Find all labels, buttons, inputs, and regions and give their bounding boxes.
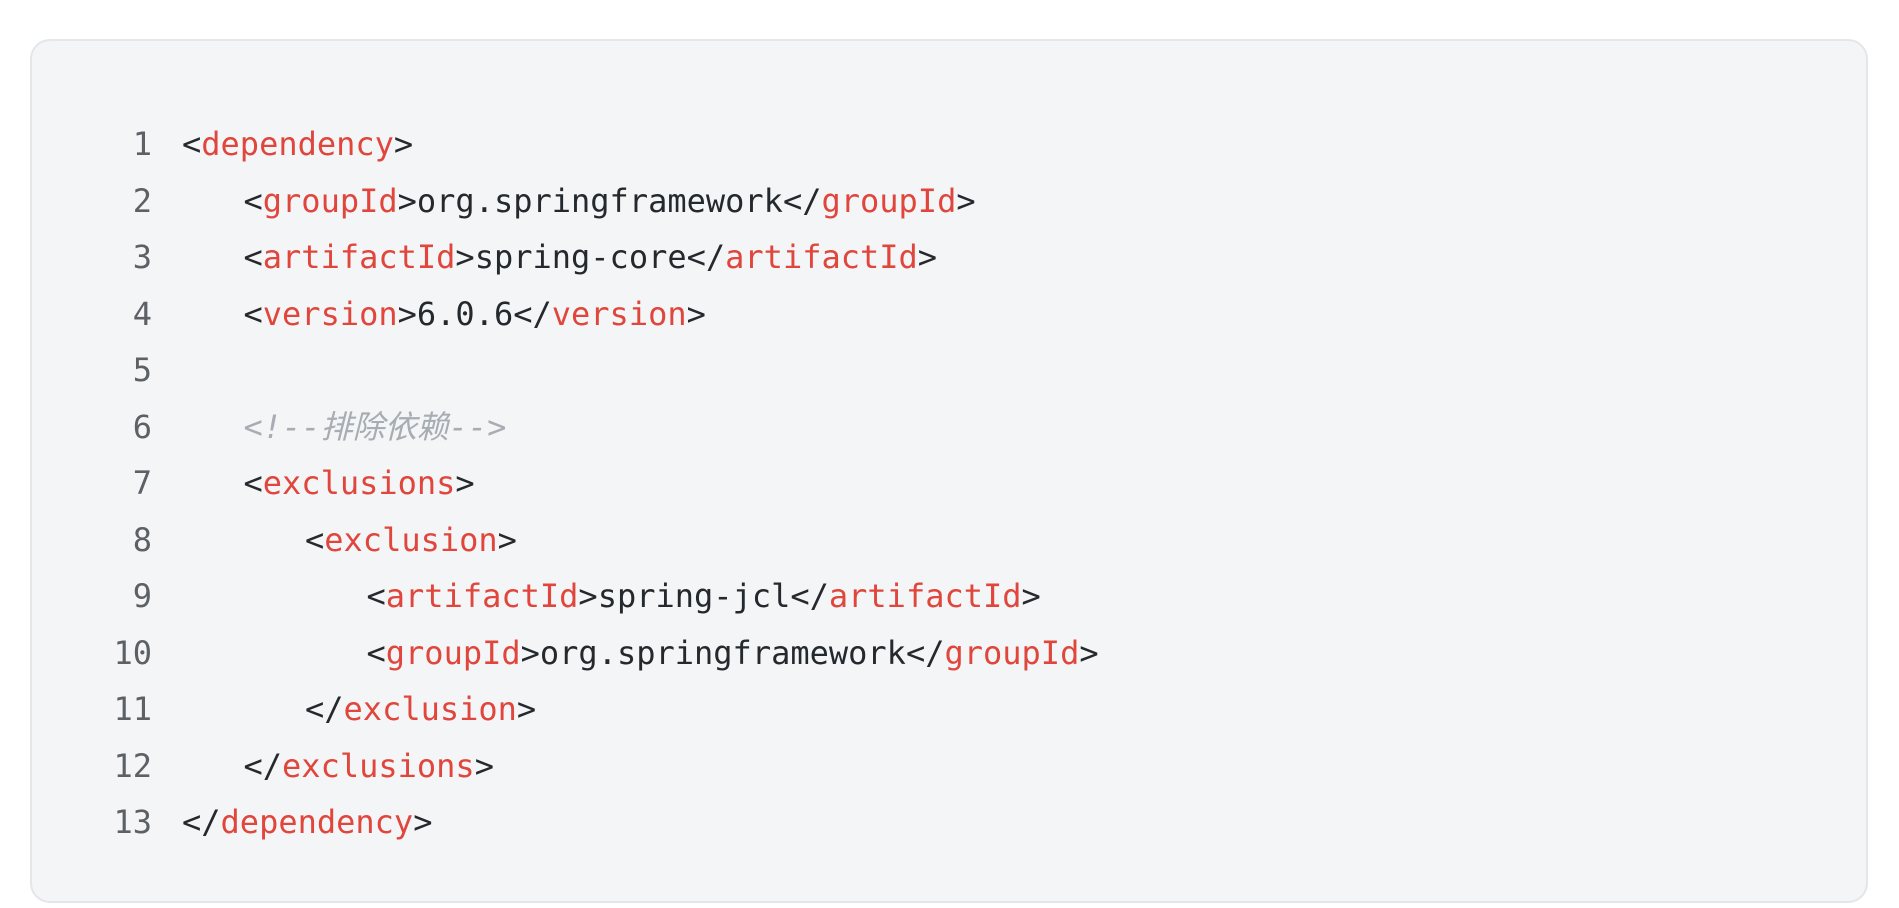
code-content: <groupId>org.springframework</groupId> (244, 173, 976, 230)
xml-tag-name: groupId (262, 181, 398, 220)
xml-punctuation: </ (513, 294, 552, 333)
xml-punctuation: > (497, 520, 517, 559)
xml-punctuation: > (474, 746, 494, 785)
line-number: 12 (113, 746, 152, 785)
code-content: <artifactId>spring-core</artifactId> (244, 229, 938, 286)
xml-punctuation: > (578, 577, 598, 615)
code-line: 6 <!--排除依赖--> (32, 399, 1866, 456)
xml-punctuation: > (455, 464, 475, 502)
code-line: 4<version>6.0.6</version> (32, 286, 1866, 343)
code-line: 3<artifactId>spring-core</artifactId> (32, 229, 1866, 286)
line-number: 10 (113, 633, 152, 672)
xml-punctuation: > (1021, 577, 1041, 615)
xml-text: spring-core (474, 238, 687, 276)
xml-punctuation: > (516, 690, 537, 728)
code-line: 10<groupId>org.springframework</groupId> (32, 625, 1866, 682)
line-number: 5 (132, 351, 152, 389)
code-line: 12 </exclusions> (32, 738, 1866, 795)
xml-text: org.springframework (539, 633, 906, 672)
code-content: </exclusion> (305, 681, 536, 738)
xml-punctuation: > (917, 238, 938, 276)
xml-punctuation: </ (686, 238, 726, 276)
code-lines: 1<dependency>2<groupId>org.springframewo… (32, 116, 1866, 851)
xml-text: 6.0.6 (416, 294, 514, 333)
xml-punctuation: > (455, 238, 475, 276)
xml-tag-name: artifactId (828, 577, 1022, 615)
code-line: 9<artifactId>spring-jcl</artifactId> (32, 568, 1866, 625)
code-line: 8 <exclusion> (32, 512, 1866, 569)
xml-text: spring-jcl (597, 577, 791, 615)
xml-punctuation: > (1079, 633, 1099, 672)
xml-tag-name: dependency (201, 125, 394, 163)
code-content: <groupId>org.springframework</groupId> (367, 625, 1099, 682)
code-content: <exclusion> (305, 512, 517, 569)
xml-punctuation: > (393, 125, 414, 163)
xml-punctuation: > (520, 633, 540, 672)
line-number: 9 (132, 577, 152, 615)
xml-comment: <!--排除依赖--> (243, 407, 507, 446)
line-number: 11 (113, 690, 152, 728)
xml-tag-name: version (262, 294, 398, 333)
xml-punctuation: < (243, 464, 263, 502)
xml-tag-name: artifactId (262, 238, 456, 276)
xml-tag-name: dependency (220, 803, 414, 841)
xml-punctuation: > (686, 294, 706, 333)
xml-punctuation: </ (243, 746, 283, 785)
code-line: 2<groupId>org.springframework</groupId> (32, 173, 1866, 230)
line-number: 8 (132, 520, 152, 559)
xml-punctuation: > (413, 803, 433, 841)
xml-punctuation: < (243, 294, 263, 333)
code-content: <version>6.0.6</version> (244, 286, 706, 343)
xml-punctuation: </ (305, 690, 344, 728)
xml-punctuation: < (366, 577, 386, 615)
xml-punctuation: < (243, 181, 263, 220)
xml-punctuation: </ (790, 577, 829, 615)
xml-tag-name: artifactId (725, 238, 918, 276)
code-content: <exclusions> (244, 455, 475, 512)
line-number: 2 (132, 181, 152, 220)
xml-tag-name: exclusions (282, 746, 475, 785)
xml-punctuation: > (397, 294, 417, 333)
xml-punctuation: < (305, 520, 325, 559)
xml-punctuation: </ (182, 803, 221, 841)
line-number: 3 (132, 238, 152, 276)
code-line: 13 </dependency> (32, 794, 1866, 851)
line-number: 13 (113, 803, 152, 841)
xml-tag-name: version (551, 294, 687, 333)
line-number: 4 (132, 294, 152, 333)
line-number: 1 (132, 125, 152, 163)
code-content: <!--排除依赖--> (244, 399, 507, 456)
xml-tag-name: artifactId (385, 577, 579, 615)
xml-punctuation: > (397, 181, 417, 220)
code-content: </exclusions> (244, 738, 494, 795)
xml-punctuation: < (243, 238, 263, 276)
code-content: <artifactId>spring-jcl</artifactId> (367, 568, 1041, 625)
xml-punctuation: </ (905, 633, 945, 672)
xml-punctuation: </ (782, 181, 822, 220)
code-content: <dependency> (182, 116, 413, 173)
code-content: </dependency> (182, 794, 432, 851)
xml-text: org.springframework (416, 181, 783, 220)
line-number: 6 (132, 407, 152, 446)
code-block: 1<dependency>2<groupId>org.springframewo… (30, 39, 1868, 903)
code-line: 1 <dependency> (32, 116, 1866, 173)
xml-tag-name: exclusions (262, 464, 456, 502)
xml-tag-name: groupId (944, 633, 1080, 672)
xml-tag-name: groupId (821, 181, 957, 220)
xml-tag-name: groupId (385, 633, 521, 672)
code-line: 5 (32, 342, 1866, 399)
code-line: 7 <exclusions> (32, 455, 1866, 512)
xml-punctuation: < (182, 125, 202, 163)
code-line: 11 </exclusion> (32, 681, 1866, 738)
xml-tag-name: exclusion (343, 690, 517, 728)
line-number: 7 (132, 464, 152, 502)
xml-punctuation: > (956, 181, 976, 220)
xml-tag-name: exclusion (324, 520, 498, 559)
xml-punctuation: < (366, 633, 386, 672)
